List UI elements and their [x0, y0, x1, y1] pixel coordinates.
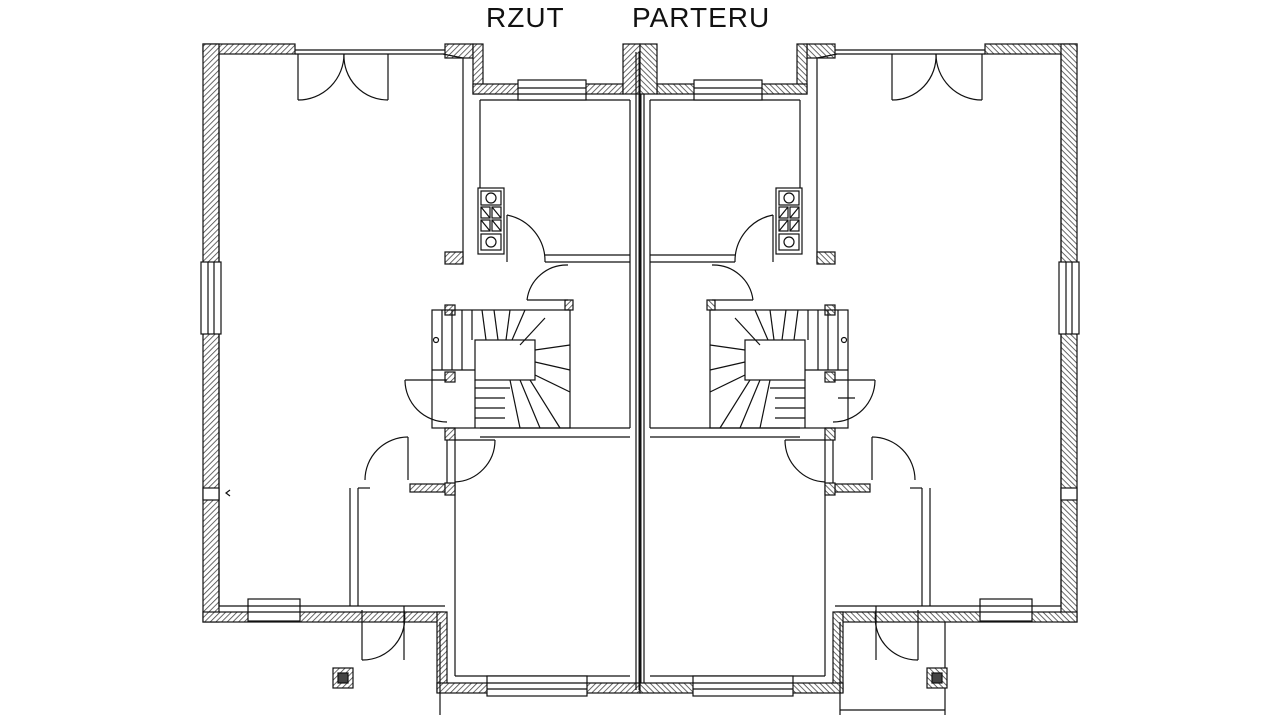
drawing-title-word-2: PARTERU	[632, 2, 771, 33]
left-stairs	[431, 309, 571, 429]
right-inner-lines	[649, 49, 1062, 715]
right-chimney	[775, 187, 803, 255]
left-windows	[200, 79, 588, 697]
right-unit	[639, 43, 1080, 715]
left-outer-walls	[202, 43, 641, 694]
left-doors	[297, 53, 569, 661]
right-outer-walls	[639, 43, 1078, 694]
left-unit	[200, 43, 641, 715]
right-stairs	[709, 309, 855, 429]
right-windows	[692, 79, 1080, 697]
drawing-title-word-1: RZUT	[486, 2, 565, 33]
right-doors	[711, 53, 983, 661]
left-chimney	[477, 187, 505, 255]
